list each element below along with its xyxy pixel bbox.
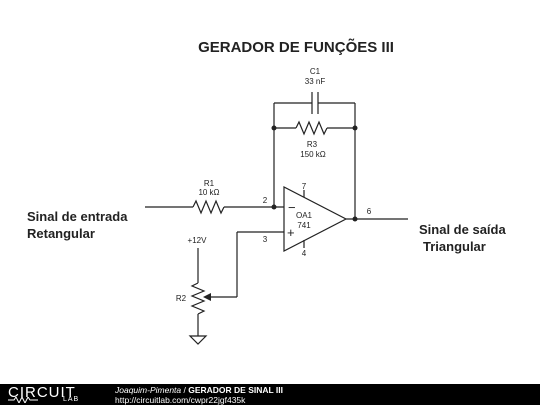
r3-value: 150 kΩ <box>300 150 326 159</box>
circuitlab-logo[interactable]: CIRCUIT LAB <box>8 384 80 403</box>
diagram-title: GERADOR DE FUNÇÕES III <box>198 38 394 56</box>
oa1-model: 741 <box>297 221 311 230</box>
circuit-schematic: GERADOR DE FUNÇÕES III <box>27 38 506 345</box>
logo-resistor-icon <box>8 397 38 403</box>
r1-resistor <box>192 199 225 215</box>
supply-label: +12V <box>188 236 208 245</box>
circuit-url[interactable]: http://circuitlab.com/cwpr22jgf435k <box>115 395 246 405</box>
inverting-sign: − <box>288 200 296 215</box>
noninverting-sign: + <box>287 225 295 240</box>
ground-symbol <box>188 335 208 345</box>
separator: / <box>181 385 189 395</box>
r2-wiper-arrow <box>203 293 211 301</box>
junction-dot <box>352 125 358 131</box>
oa1-ref: OA1 <box>296 211 313 220</box>
output-label-line1: Sinal de saída <box>419 222 506 237</box>
r3-resistor <box>295 120 328 136</box>
author-line: Joaquim-Pimenta / GERADOR DE SINAL III <box>115 385 283 395</box>
logo-text-bottom: LAB <box>63 396 80 403</box>
author-name[interactable]: Joaquim-Pimenta <box>115 385 182 395</box>
junction-dot <box>271 125 277 131</box>
junction-dot <box>271 204 277 210</box>
logo-text-top: CIRCUIT <box>8 384 76 401</box>
r2-potentiometer <box>190 282 206 315</box>
op-amp-oa1 <box>283 186 348 252</box>
r1-ref: R1 <box>204 179 215 188</box>
r2-ref: R2 <box>176 294 187 303</box>
junction-dot <box>352 216 358 222</box>
input-label-line2: Retangular <box>27 226 95 241</box>
footer-bar: CIRCUIT LAB Joaquim-Pimenta / GERADOR DE… <box>0 384 540 405</box>
r1-value: 10 kΩ <box>198 188 219 197</box>
pin-2: 2 <box>263 196 268 205</box>
circuit-name: GERADOR DE SINAL III <box>188 385 284 395</box>
r3-ref: R3 <box>307 140 318 149</box>
pin-7: 7 <box>302 182 307 191</box>
pin-4: 4 <box>302 249 307 258</box>
input-label-line1: Sinal de entrada <box>27 209 128 224</box>
c1-value: 33 nF <box>305 77 326 86</box>
output-label-line2: Triangular <box>423 239 486 254</box>
pin-6: 6 <box>367 207 372 216</box>
pin-3: 3 <box>263 235 268 244</box>
c1-ref: C1 <box>310 67 321 76</box>
